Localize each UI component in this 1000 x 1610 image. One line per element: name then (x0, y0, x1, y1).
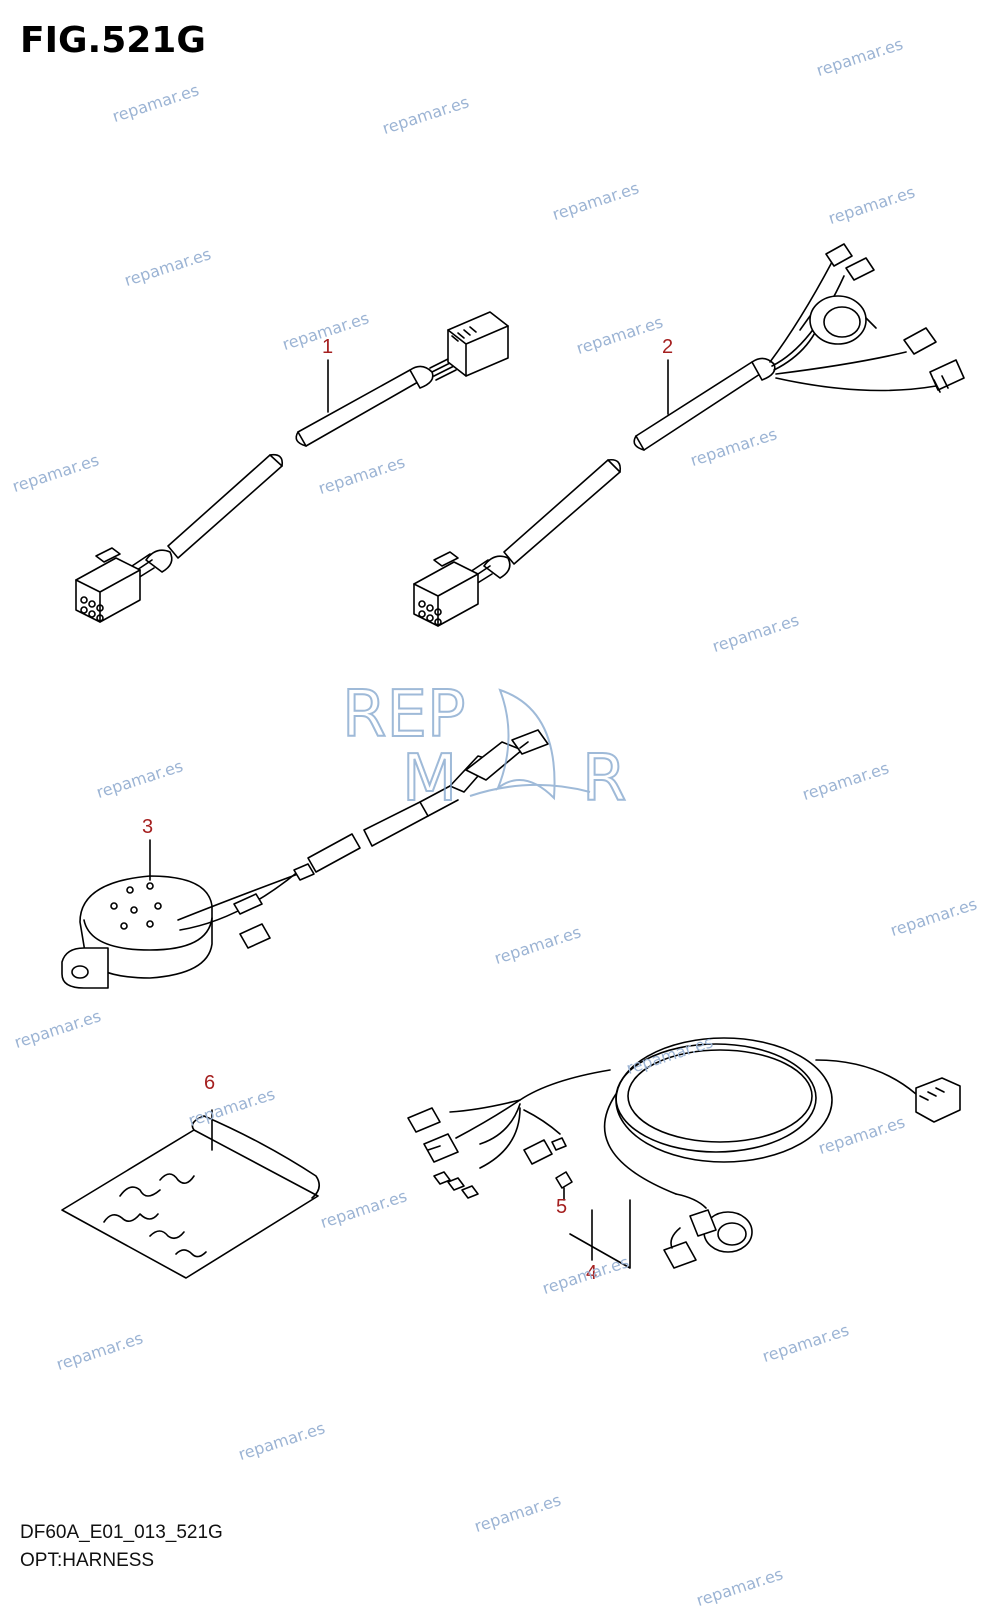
part-6-bag (61, 1109, 320, 1279)
svg-text:M: M (402, 742, 457, 816)
part-2-harness (413, 243, 965, 627)
part-label-4: 4 (586, 1262, 598, 1284)
figure-code: DF60A_E01_013_521G (20, 1522, 223, 1543)
part-label-6: 6 (204, 1072, 216, 1094)
part-5-fuse (555, 1171, 573, 1189)
part-1-harness (75, 311, 509, 623)
svg-text:R: R (582, 742, 626, 816)
figure-title: FIG.521G (20, 20, 206, 61)
part-4-harness (407, 1037, 961, 1269)
part-label-2: 2 (662, 336, 674, 358)
figure-caption: OPT:HARNESS (20, 1550, 155, 1571)
repamar-logo: REP M R (341, 677, 627, 817)
part-label-1: 1 (322, 336, 334, 358)
part-label-3: 3 (142, 816, 154, 838)
part-label-5: 5 (556, 1196, 568, 1218)
svg-text:REP: REP (342, 678, 466, 752)
part-3-buzzer (61, 729, 549, 989)
